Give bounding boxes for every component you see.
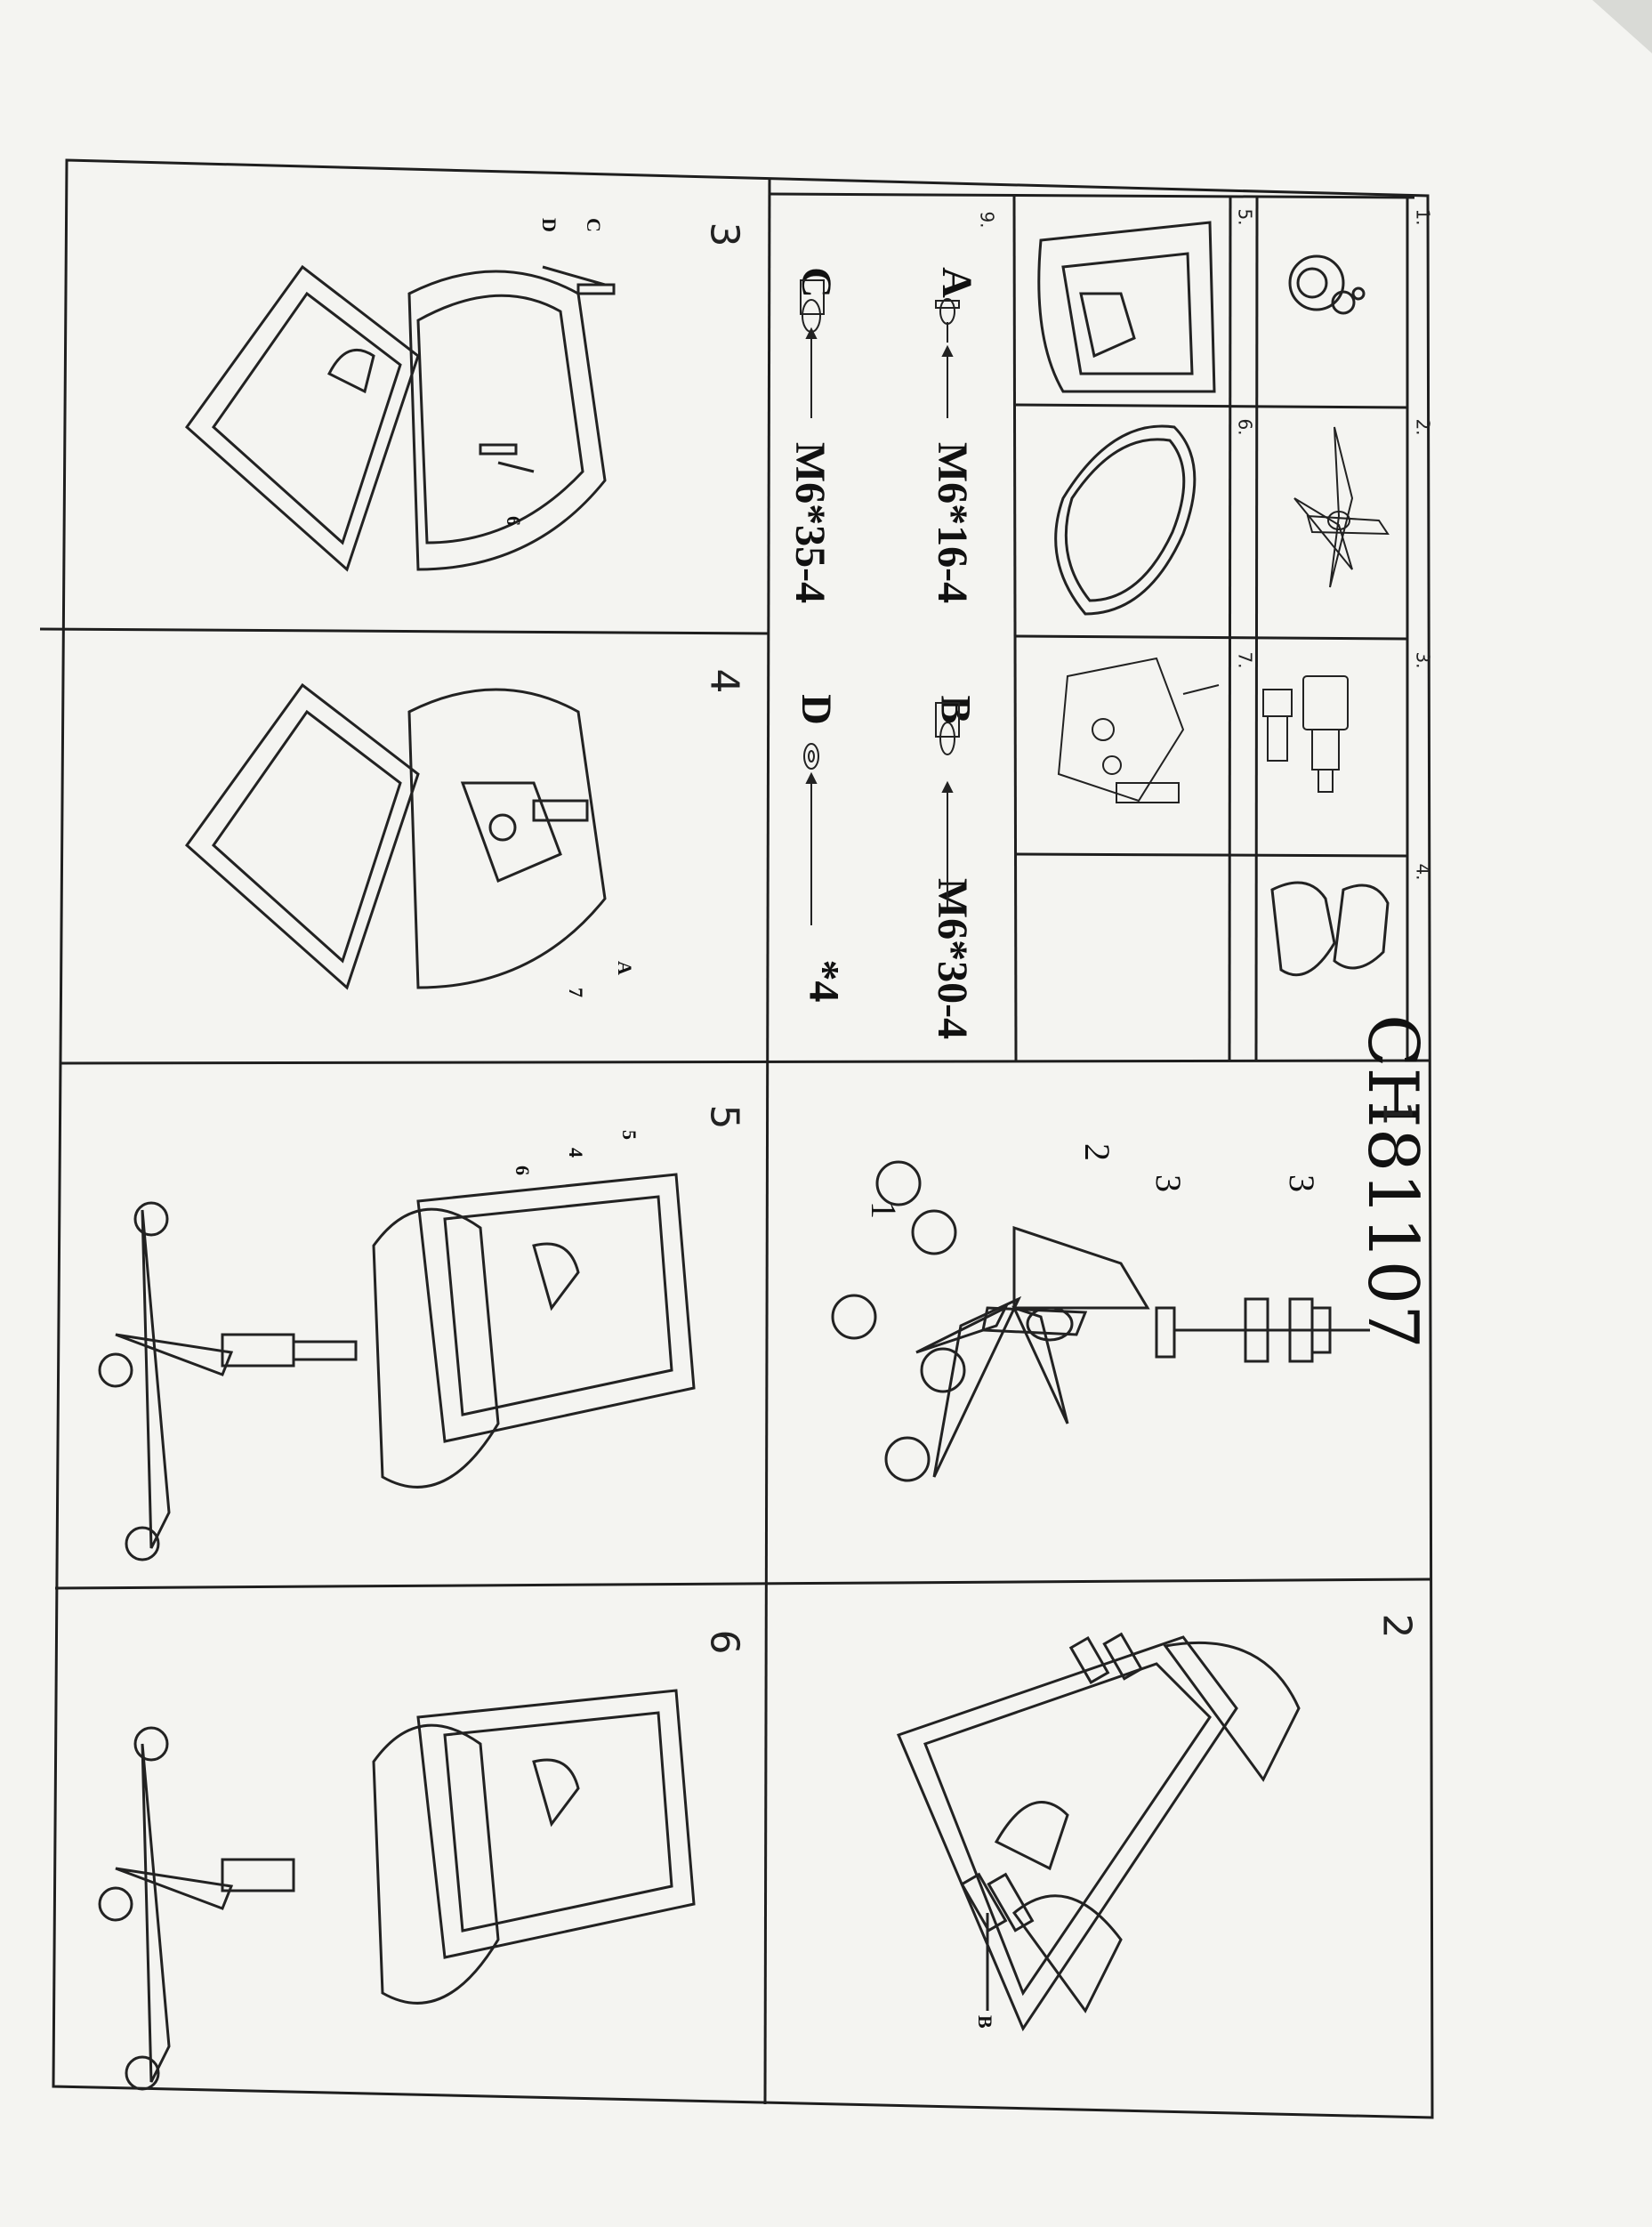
callout-4: 4 [565, 1148, 587, 1158]
callout-5: 5 [618, 1130, 641, 1140]
armrest-icon [1270, 881, 1390, 977]
callout-2: 2 [1077, 1143, 1117, 1161]
washer-d-icon [803, 743, 819, 925]
callout-7: 7 [565, 988, 587, 997]
sheet-grid [39, 158, 1434, 2119]
callout-6: 6 [503, 516, 525, 526]
step2-illustration [896, 1632, 1301, 2032]
caster-icon [1288, 254, 1366, 315]
callout-6-step5: 6 [512, 1166, 534, 1175]
seat-icon [1054, 424, 1197, 616]
callout-c: C [583, 218, 605, 232]
step5-callouts: 5 4 6 [512, 1130, 641, 1175]
callout-b: B [974, 2015, 996, 2029]
step6-illustration [98, 1689, 696, 2091]
step5-illustration [98, 1173, 696, 1561]
callout-d: D [538, 218, 560, 232]
step4-illustration [184, 682, 607, 990]
step1-callouts: 3 3 2 1 [864, 1143, 1322, 1219]
star-base-icon [1293, 426, 1390, 588]
screw-c-icon [800, 279, 825, 418]
tilt-mechanism-icon [1057, 657, 1220, 803]
step3-illustration [184, 264, 616, 572]
mesh-backrest-icon [1037, 221, 1216, 393]
screw-a-icon [935, 298, 960, 418]
callout-1: 1 [864, 1201, 904, 1219]
callout-a: A [614, 961, 636, 975]
step3-callouts: C D 6 [503, 218, 605, 526]
screw-b-icon [935, 702, 960, 908]
step4-callouts: A 7 [565, 961, 636, 997]
callout-3-lower: 3 [1148, 1174, 1189, 1192]
gas-lift-icon [1262, 675, 1349, 793]
step1-illustration [831, 1160, 1370, 1482]
callout-3-upper: 3 [1282, 1174, 1322, 1192]
